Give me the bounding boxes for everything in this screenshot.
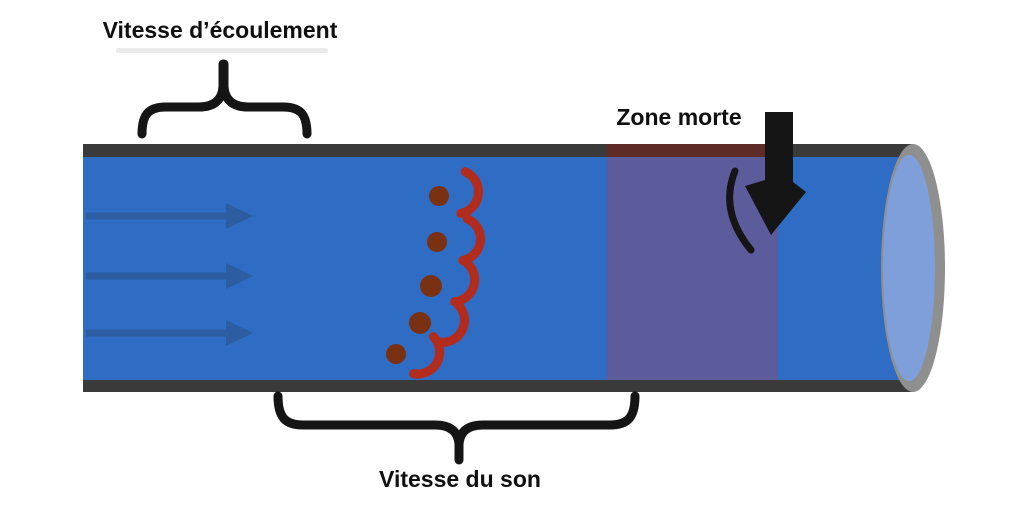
dead-zone-label: Zone morte bbox=[616, 104, 742, 130]
reflection-arc-icon bbox=[726, 167, 755, 254]
sound-pulse-arc-icon bbox=[409, 332, 445, 379]
particle-dot bbox=[409, 312, 431, 334]
ghost-artifact bbox=[116, 48, 328, 53]
dead-zone-arrow-icon bbox=[745, 112, 806, 235]
flow-velocity-brace bbox=[137, 59, 312, 139]
flow-arrowhead-icon bbox=[226, 203, 253, 229]
dead-zone-wall-strip bbox=[607, 144, 778, 157]
sound-pulse-arc-icon bbox=[434, 299, 469, 347]
flow-arrows bbox=[86, 203, 253, 346]
particle-dot bbox=[386, 344, 406, 364]
sound-pulse-arc-icon bbox=[450, 256, 480, 307]
particle-dot bbox=[427, 232, 447, 252]
sound-velocity-brace bbox=[273, 391, 640, 465]
particle-dot bbox=[429, 186, 449, 206]
pipe-end-face bbox=[883, 155, 935, 381]
particle-dot bbox=[420, 275, 442, 297]
sound-pulses bbox=[409, 167, 485, 379]
flow-velocity-label: Vitesse d’écoulement bbox=[102, 17, 338, 43]
flow-arrowhead-icon bbox=[226, 320, 253, 346]
sound-pulse-arc-icon bbox=[456, 167, 483, 218]
sound-velocity-label: Vitesse du son bbox=[379, 466, 541, 492]
sound-particles bbox=[386, 186, 449, 364]
sound-pulse-arc-icon bbox=[458, 214, 485, 265]
flow-arrowhead-icon bbox=[226, 263, 253, 289]
